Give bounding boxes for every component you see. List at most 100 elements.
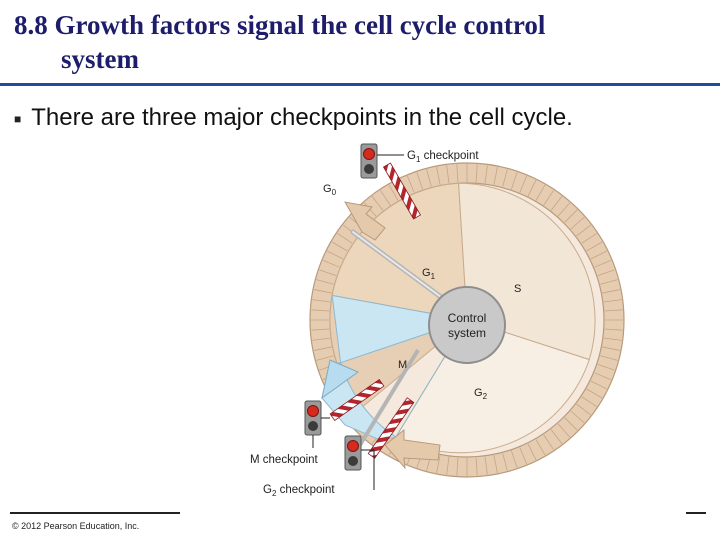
ring-tick [557,423,571,438]
ring-tick [594,372,612,381]
ring-tick [602,346,621,351]
ring-tick [312,337,331,341]
g2-label: G2 [474,387,488,401]
title-line-2: system [61,44,139,74]
m-stop-bar [329,378,385,422]
bullet-point: ■ There are three major checkpoints in th… [14,104,573,132]
control-system-line2: system [448,326,486,340]
ring-tick [604,309,623,312]
ring-tick [475,164,478,183]
ring-tick [416,172,424,190]
ring-tick [543,434,555,450]
g2-rod [358,348,420,447]
ring-tick [337,232,353,244]
ring-tick [600,279,618,285]
ring-tick [576,224,592,237]
ring-tick [316,279,334,285]
ring-tick [581,232,597,244]
ring-tick [519,175,528,193]
ring-tick [543,190,555,206]
ring-tick [597,269,615,277]
ring-tick [603,337,622,341]
ring-tick [311,309,330,312]
ring-tick [535,439,546,456]
g1-checkpoint-label: G1 checkpoint [407,150,479,164]
bullet-icon: ■ [14,111,22,126]
ring-tick [590,250,608,260]
ring-tick [581,396,597,408]
m-sector-upper [331,294,469,364]
ring-tick [484,165,488,184]
g0-exit-arrow [344,201,386,241]
ring-tick [456,457,459,476]
ring-tick [312,299,331,303]
footer-rule-left [10,512,180,514]
ring-tick [313,289,332,294]
ring-tick [594,259,612,268]
ring-tick [456,164,459,183]
title-rule [0,83,720,86]
ring-tick [475,457,478,476]
g2-checkpoint-label: G2 checkpoint [263,484,335,498]
ring-tick [502,453,508,471]
ring-tick [388,184,399,201]
ring-tick [603,299,622,303]
g1-stop-bar [382,162,422,220]
ring-tick [436,166,441,185]
ring-tick [446,456,450,475]
ring-tick [602,289,621,294]
ring-tick [510,450,518,468]
control-system [428,286,506,364]
ring-tick [313,346,332,351]
ring-tick [371,195,384,211]
m-label: M [398,359,407,371]
m-checkpoint-label: M checkpoint [250,454,319,466]
ring-tick [446,165,450,184]
ring-tick [319,269,337,277]
ring-tick [570,216,585,230]
cycle-entry-arrow [384,428,441,470]
copyright-notice: © 2012 Pearson Education, Inc. [12,521,140,531]
ring-tick [604,328,623,331]
ring-tick [502,169,508,187]
ring-tick [597,363,615,371]
ring-tick [600,355,618,361]
slide-title: 8.8 Growth factors signal the cell cycle… [14,8,704,76]
g1-traffic-light [360,143,404,179]
ring-tick [322,259,340,268]
control-system-line1: Control [448,311,487,325]
ring-tick [527,443,537,461]
title-line-1: 8.8 Growth factors signal the cell cycle… [14,10,546,40]
ring-tick [570,410,585,424]
ring-tick [406,175,415,193]
g1-label: G1 [422,267,436,281]
ring-tick [316,355,334,361]
ring-tick [550,195,563,211]
ring-tick [576,403,592,416]
m-phase-arrow [321,359,360,400]
ring-tick [535,184,546,201]
ring-tick [586,388,603,399]
g0-label: G0 [323,183,337,197]
ring-tick [586,241,603,252]
g1-sector [331,182,468,321]
g2-traffic-light [344,435,375,490]
ring-tick [493,166,498,185]
ring-tick [311,328,330,331]
ring-tick [519,447,528,465]
ring-tick [436,455,441,474]
bullet-text: There are three major checkpoints in the… [31,104,573,131]
s-label: S [514,283,521,295]
ring-tick [527,179,537,197]
ring-tick [564,417,578,431]
ring-tick [550,429,563,445]
ring-tick [510,172,518,190]
m-traffic-light [304,400,330,448]
ring-tick [379,190,391,206]
ring-tick [590,380,608,390]
ring-tick [557,202,571,217]
ring-ticks [311,164,623,476]
ring-tick [331,241,348,252]
ring-tick [564,209,578,223]
